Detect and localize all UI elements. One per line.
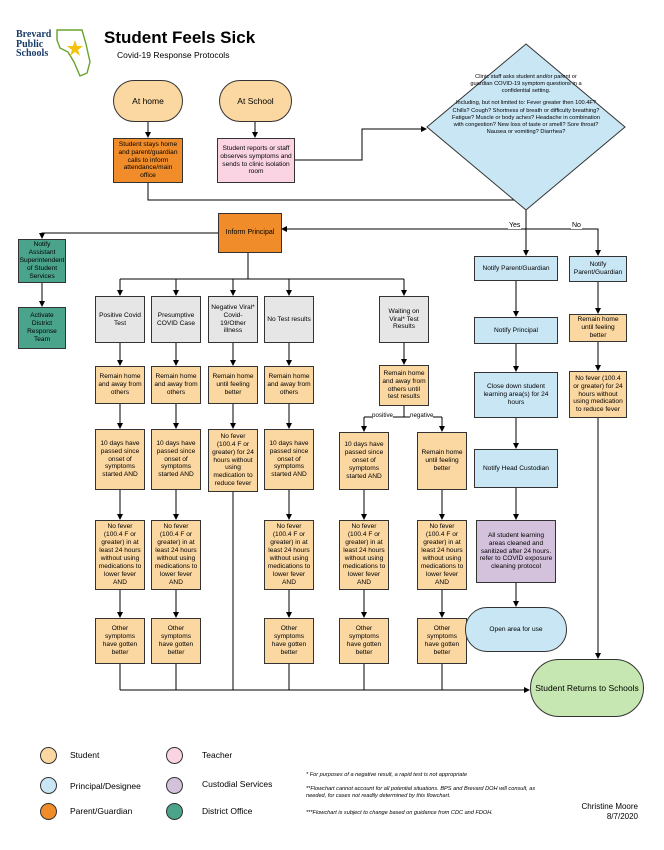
no-fever-presumptive: No fever (100.4 F or greater) in at leas… [151,520,201,590]
logo-line1: Brevard [16,29,52,40]
footnote-3: ***Flowchart is subject to change based … [306,810,493,816]
open-area-box: Open area for use [465,607,567,652]
page-subtitle: Covid-19 Response Protocols [117,50,230,60]
no-label: No [571,222,582,229]
category-no-test: No Test results [264,296,314,343]
logo-star-icon [67,40,83,56]
symptoms-better-presumptive: Other symptoms have gotten better [151,618,201,664]
start-at-school: At School [219,80,292,122]
yes-notify-principal-box: Notify Principal [474,317,558,344]
inform-principal-box: Inform Principal [218,213,282,253]
no-fever-positive: No fever (100.4 F or greater) in at leas… [95,520,145,590]
ten-days-waiting-positive: 10 days have passed since onset of sympt… [339,432,389,490]
legend-label-teacher: Teacher [202,750,233,760]
ten-days-presumptive: 10 days have passed since onset of sympt… [151,429,201,490]
legend-swatch-district [166,803,183,820]
legend-label-parent: Parent/Guardian [70,806,133,816]
remain-away-presumptive: Remain home and away from others [151,366,201,404]
no-notify-parent-box: Notify Parent/Guardian [569,256,627,282]
legend-label-district: District Office [202,806,253,816]
ten-days-no-test: 10 days have passed since onset of sympt… [264,429,314,490]
symptoms-better-positive: Other symptoms have gotten better [95,618,145,664]
author-name: Christine Moore [581,802,638,811]
areas-cleaned-box: All student learning areas cleaned and s… [476,520,556,583]
category-waiting: Waiting on Viral* Test Results [379,296,429,343]
remain-until-test-waiting: Remain home and away from others until t… [379,365,429,406]
yes-label: Yes [508,222,522,229]
student-returns-oval: Student Returns to Schools [530,659,644,717]
no-fever-waiting-negative: No fever (100.4 F or greater) in at leas… [417,520,467,590]
clinic-symptom-list: Including, but not limited to: Fever gre… [452,100,600,135]
legend-label-student: Student [70,750,100,760]
legend-swatch-student [40,747,57,764]
clinic-ask: Clinic staff asks student and/or parent … [470,74,582,95]
no-fever-no-path-box: No fever (100.4 or greater) for 24 hours… [569,371,627,418]
activate-district-team-box: Activate District Response Team [18,307,66,349]
remain-away-positive: Remain home and away from others [95,366,145,404]
author-block: Christine Moore 8/7/2020 [548,802,638,822]
remain-away-no-test: Remain home and away from others [264,366,314,404]
footnote-1: * For purposes of a negative result, a r… [306,772,468,778]
symptoms-better-no-test: Other symptoms have gotten better [264,618,314,664]
no-fever-negative: No fever (100.4 F or greater) for 24 hou… [208,429,258,492]
no-fever-waiting-positive: No fever (100.4 F or greater) in at leas… [339,520,389,590]
category-presumptive: Presumptive COVID Case [151,296,201,343]
legend-swatch-custodial [166,777,183,794]
symptoms-better-waiting-negative: Other symptoms have gotten better [417,618,467,664]
legend-swatch-parent [40,803,57,820]
ten-days-positive: 10 days have passed since onset of sympt… [95,429,145,490]
legend-label-custodial: Custodial Services [202,779,273,789]
entry-school-box: Student reports or staff observes sympto… [217,138,295,183]
remain-until-better-negative: Remain home until feeling better [208,366,258,404]
author-date: 8/7/2020 [606,812,638,821]
positive-label: positive [372,412,393,419]
logo-line2: Public [16,38,44,50]
clinic-diamond [426,43,626,211]
legend-swatch-teacher [166,747,183,764]
entry-home-box: Student stays home and parent/guardian c… [113,138,183,183]
notify-assistant-superintendent-box: Notify Assistant Superintendent of Stude… [18,239,66,283]
notify-head-custodian-box: Notify Head Custodian [474,449,558,488]
page-title: Student Feels Sick [104,28,256,47]
logo-line3: Schools [16,48,49,59]
category-positive: Positive Covid Test [95,296,145,343]
logo: Brevard Public Schools [16,30,51,59]
legend-label-principal: Principal/Designee [70,781,141,791]
no-remain-home-box: Remain home until feeling better [569,314,627,342]
category-negative: Negative Viral* Covid-19/Other illness [208,296,258,343]
negative-label: negative [410,412,434,419]
legend-swatch-principal [40,777,57,794]
remain-until-better-waiting-negative: Remain home until feeling better [417,432,467,490]
footnote-2: **Flowchart cannot account for all poten… [306,786,536,800]
symptoms-better-waiting-positive: Other symptoms have gotten better [339,618,389,664]
yes-notify-parent-box: Notify Parent/Guardian [474,256,558,281]
close-down-area-box: Close down student learning area(s) for … [474,372,558,418]
start-at-home: At home [113,80,183,122]
clinic-question: Clinic staff asks student and/or parent … [447,74,605,136]
no-fever-no-test: No fever (100.4 F or greater) in at leas… [264,520,314,590]
